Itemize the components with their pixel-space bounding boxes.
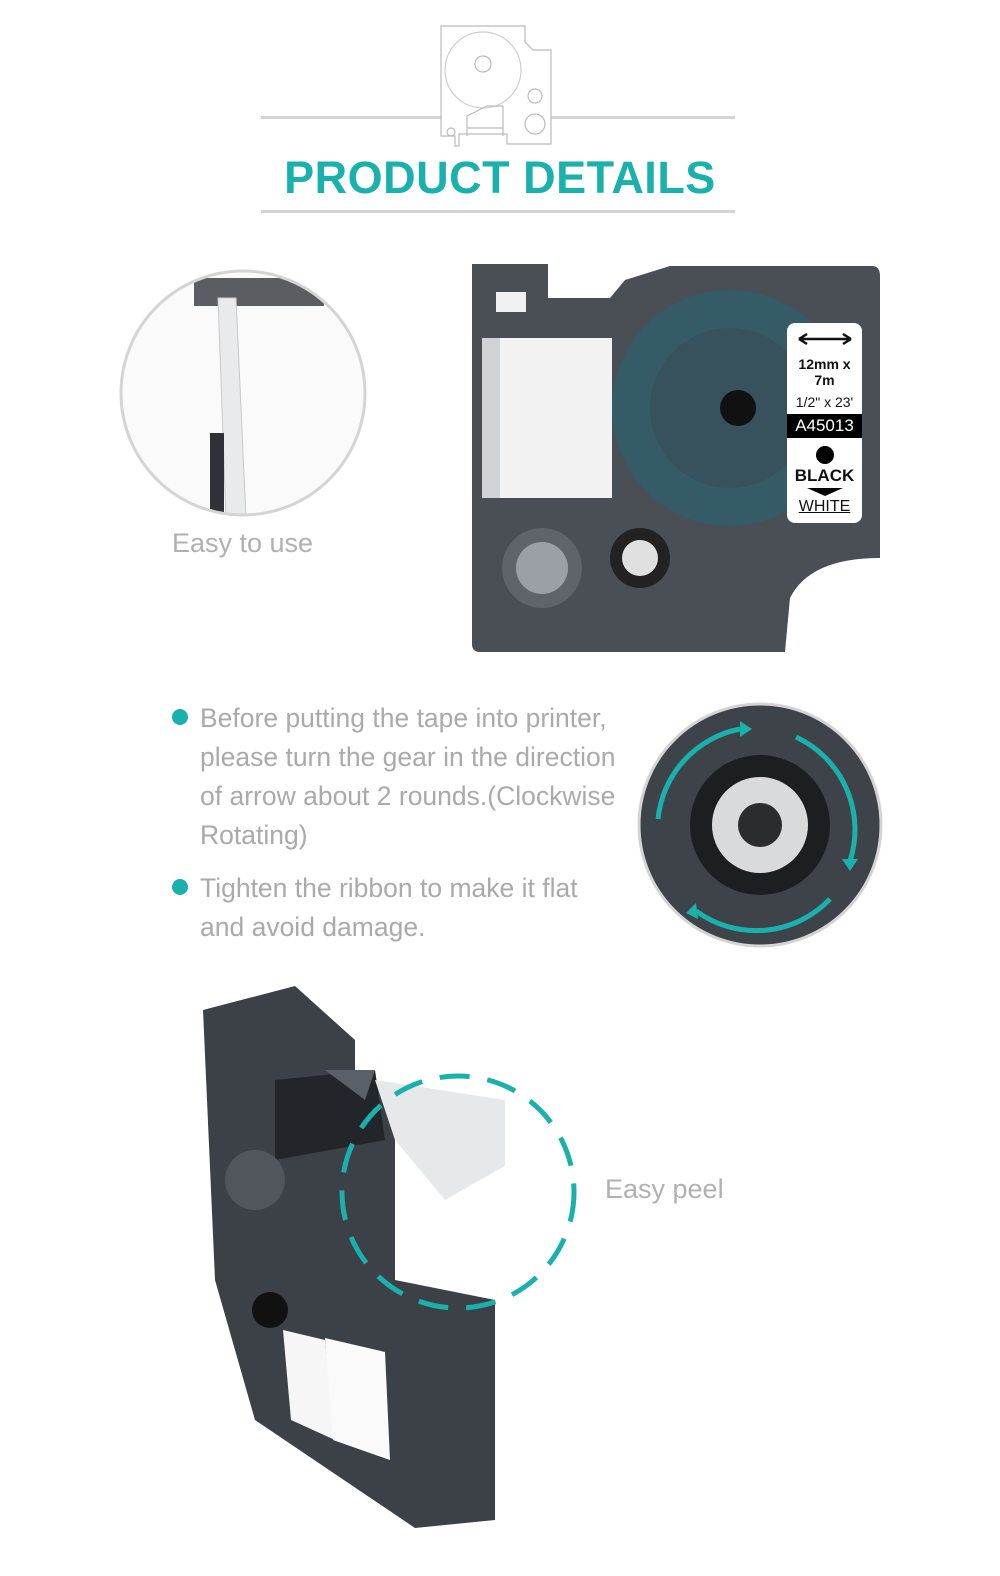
easy-to-use-caption: Easy to use	[172, 528, 314, 558]
instruction-text: Tighten the ribbon to make it flat and a…	[200, 873, 578, 942]
label-model: A45013	[787, 414, 862, 438]
header-bottom-divider	[261, 210, 735, 213]
clockwise-arrows-icon	[655, 726, 858, 934]
black-dot-icon	[815, 446, 834, 464]
tape-cassette-side-image	[203, 986, 505, 1528]
label-size-metric: 12mm x 7m	[798, 356, 851, 388]
label-tape-color: WHITE	[798, 498, 851, 515]
tape-closeup-image	[119, 269, 367, 517]
page-title: PRODUCT DETAILS	[284, 152, 716, 203]
instruction-item: Tighten the ribbon to make it flat and a…	[172, 869, 600, 947]
label-size-imperial: 1/2" x 23'	[795, 394, 854, 410]
cassette-label: 12mm x 7m 1/2" x 23' A45013 BLACK WHITE	[787, 323, 862, 523]
down-arrow-icon	[806, 488, 843, 496]
bullet-dot-icon	[172, 879, 188, 895]
double-arrow-icon	[797, 332, 852, 346]
bullet-dot-icon	[172, 709, 188, 725]
dashed-highlight-circle	[339, 1073, 577, 1311]
tape-cassette-outline-icon	[440, 25, 552, 147]
easy-peel-caption: Easy peel	[605, 1174, 724, 1204]
instruction-item: Before putting the tape into printer, pl…	[172, 699, 620, 855]
tape-cassette-image	[472, 264, 880, 652]
label-text-color: BLACK	[794, 466, 855, 485]
gear-rotation-image	[637, 702, 883, 948]
instruction-text: Before putting the tape into printer, pl…	[200, 703, 616, 850]
